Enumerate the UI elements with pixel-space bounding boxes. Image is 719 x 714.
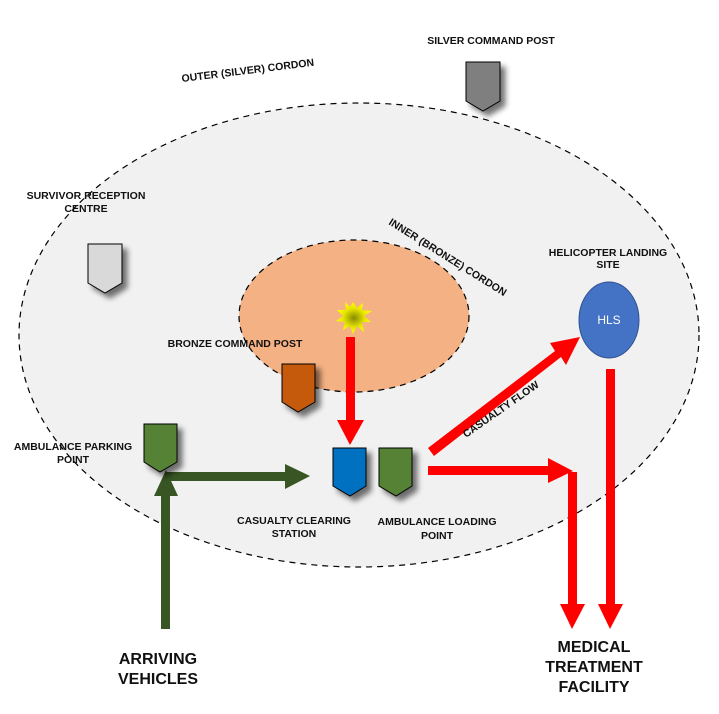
survivor-reception-label-2: CENTRE [64,203,107,215]
ambulance-loading-label-2: POINT [421,530,454,542]
casualty-flow-arrows [337,337,623,629]
casualty-clearing-marker [332,447,367,497]
arriving-vehicle-shaft [161,490,170,629]
ambulance-loading-label-1: AMBULANCE LOADING [378,516,497,528]
helicopter-landing-site [578,281,640,359]
incident-star-icon [336,302,372,334]
hls-to-mtf-head [598,604,623,629]
hls-label: HLS [597,313,620,327]
ambulance-parking-marker [143,423,178,473]
alp-to-mtf-down-shaft [568,472,577,606]
parking-to-ccs-head [285,464,310,489]
arriving-vehicles-label-1: ARRIVING [119,651,197,668]
bronze-command-post-marker [281,363,316,413]
ambulance-parking-label-2: POINT [57,454,90,466]
helicopter-landing-label-2: SITE [596,259,619,271]
alp-to-mtf-down-head [560,604,585,629]
survivor-reception-marker [87,243,123,294]
alp-to-mtf-head [548,458,573,483]
bronze-command-post-label: BRONZE COMMAND POST [168,338,303,350]
outer-cordon-label: OUTER (SILVER) CORDON [181,57,315,85]
casualty-clearing-label-1: CASUALTY CLEARING [237,515,351,527]
alp-to-mtf-shaft [428,466,553,475]
vehicle-flow-arrows [154,464,310,629]
incident-to-ccs-head [337,420,364,445]
hls-to-mtf-shaft [606,369,615,606]
medical-treatment-label-1: MEDICAL [558,639,631,656]
arriving-vehicle-head [154,470,178,496]
silver-command-post-marker [465,61,501,112]
ambulance-parking-label-1: AMBULANCE PARKING [14,441,132,453]
incident-to-ccs-shaft [346,337,355,421]
survivor-reception-label-1: SURVIVOR RECEPTION [27,190,146,202]
ccs-to-hls-arrow [428,337,580,456]
medical-treatment-label-3: FACILITY [558,679,629,696]
ambulance-loading-marker [378,447,413,497]
parking-to-ccs-shaft [166,472,288,481]
helicopter-landing-label-1: HELICOPTER LANDING [549,247,667,259]
arriving-vehicles-label-2: VEHICLES [118,671,198,688]
casualty-clearing-label-2: STATION [272,528,317,540]
silver-command-post-label: SILVER COMMAND POST [427,35,555,47]
medical-treatment-label-2: TREATMENT [545,659,643,676]
